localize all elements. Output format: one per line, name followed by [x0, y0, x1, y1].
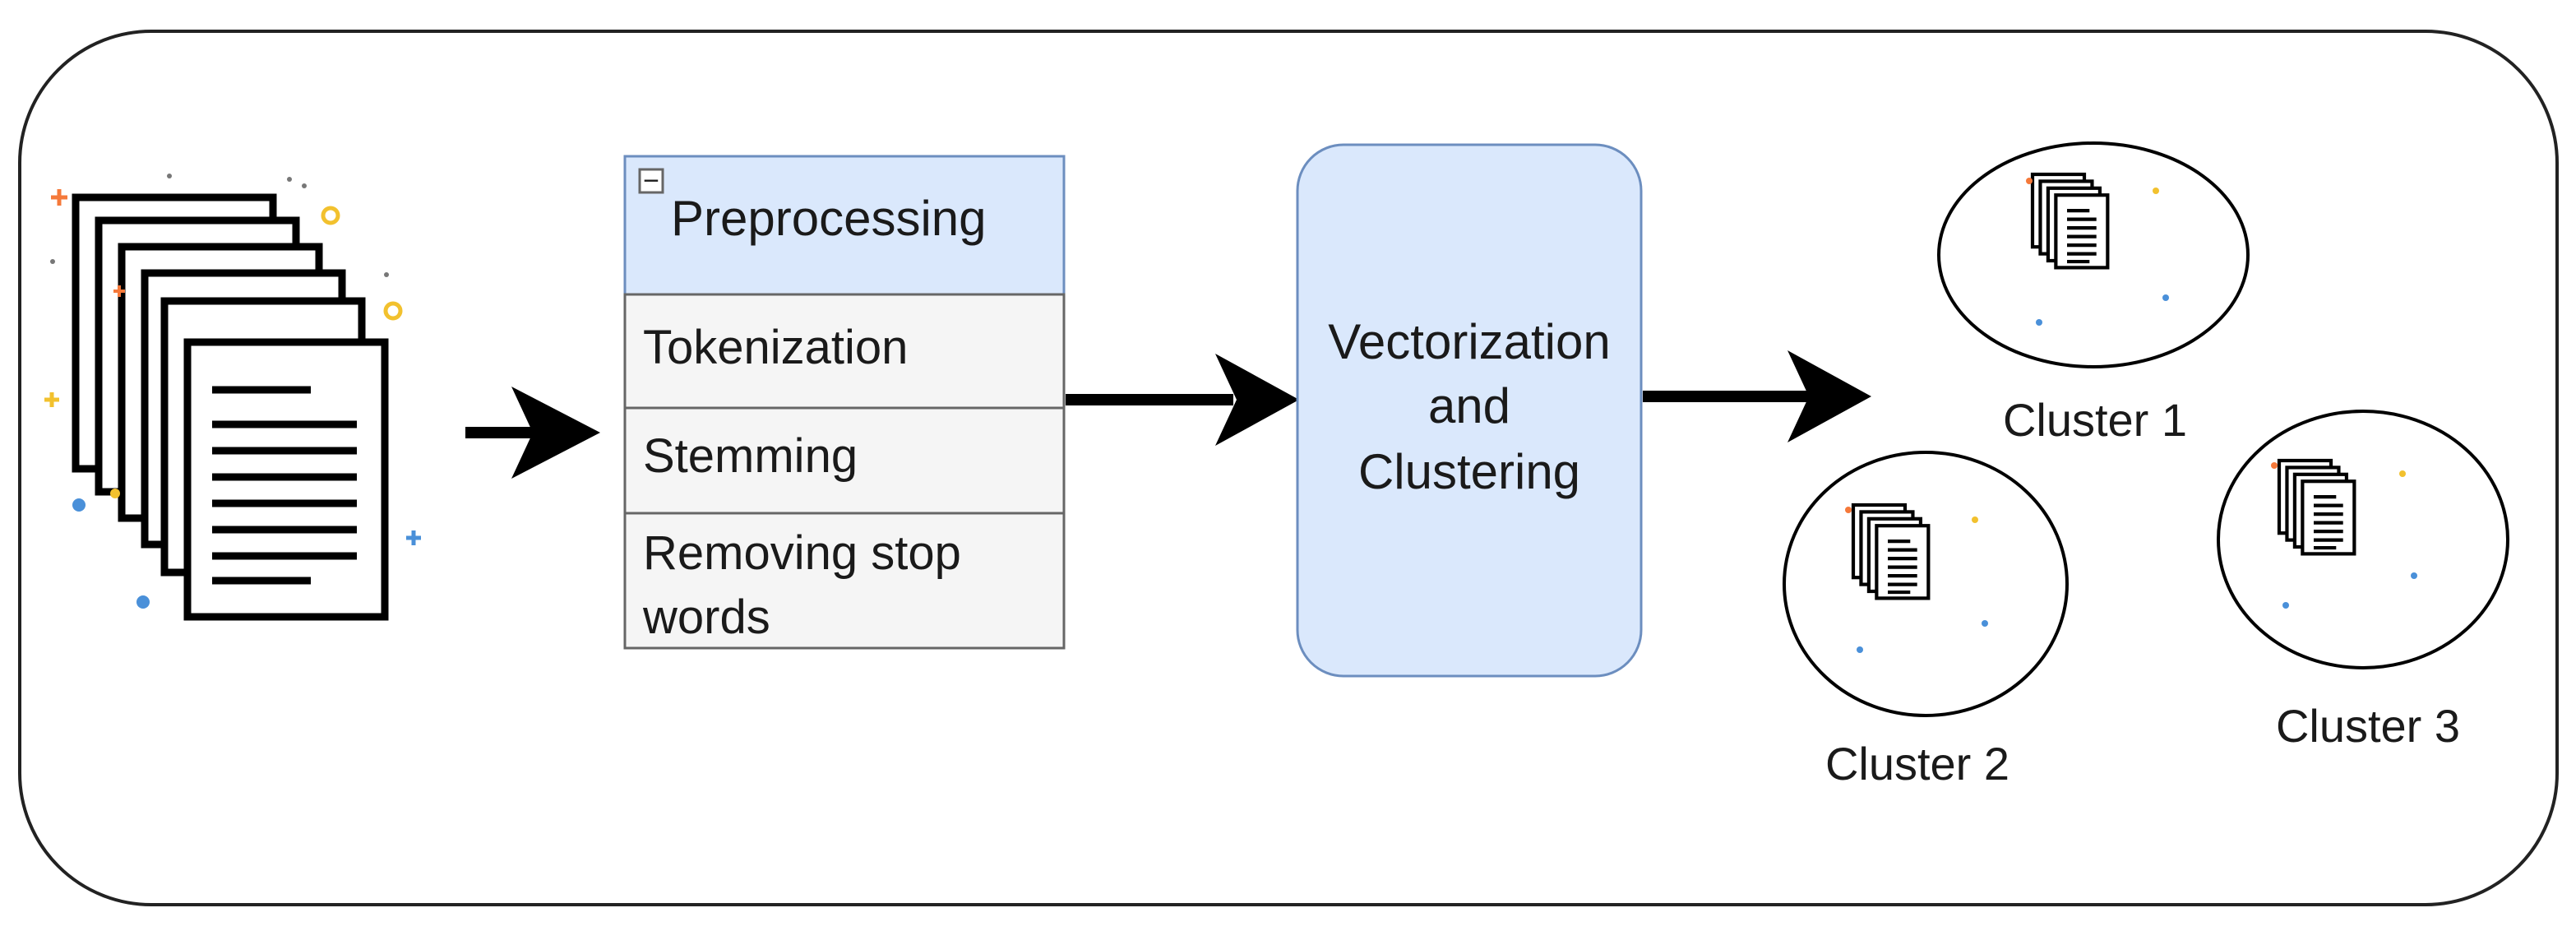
document-stack-icon	[2033, 174, 2107, 267]
preprocessing-title: Preprocessing	[671, 191, 987, 246]
sparkle-decoration	[44, 174, 421, 609]
arrow-right-icon	[1066, 354, 1299, 446]
vectorization-line2: and	[1428, 378, 1510, 433]
arrow-right-icon	[1643, 350, 1871, 442]
cluster-2-label: Cluster 2	[1825, 738, 2009, 790]
step-stemming: Stemming	[643, 429, 858, 483]
step-stopwords-line1: Removing stop	[643, 526, 961, 580]
preprocessing-box: − Preprocessing Tokenization Stemming Re…	[623, 155, 1066, 650]
cluster-3-label: Cluster 3	[2276, 700, 2460, 752]
step-tokenization: Tokenization	[643, 321, 908, 374]
cluster-1: Cluster 1	[1937, 141, 2250, 446]
vectorization-line3: Clustering	[1358, 444, 1580, 499]
collapse-symbol: −	[643, 165, 659, 197]
collapse-icon[interactable]	[638, 168, 664, 194]
vectorization-line1: Vectorization	[1328, 314, 1611, 369]
document-stack-icon	[2279, 461, 2354, 554]
step-stopwords-row	[623, 512, 1066, 650]
vectorization-box: Vectorization and Clustering	[1296, 143, 1643, 678]
step-stemming-row	[623, 406, 1066, 515]
outer-frame	[18, 30, 2559, 906]
cluster-1-label: Cluster 1	[2003, 394, 2187, 446]
arrow-right-icon	[465, 387, 600, 479]
document-stack-icon	[1853, 505, 1928, 598]
step-stopwords-line2: words	[642, 591, 770, 644]
cluster-2: Cluster 2	[1783, 451, 2069, 790]
step-tokenization-row	[623, 293, 1066, 410]
cluster-3: Cluster 3	[2217, 410, 2509, 752]
document-stack-icon	[44, 174, 421, 621]
